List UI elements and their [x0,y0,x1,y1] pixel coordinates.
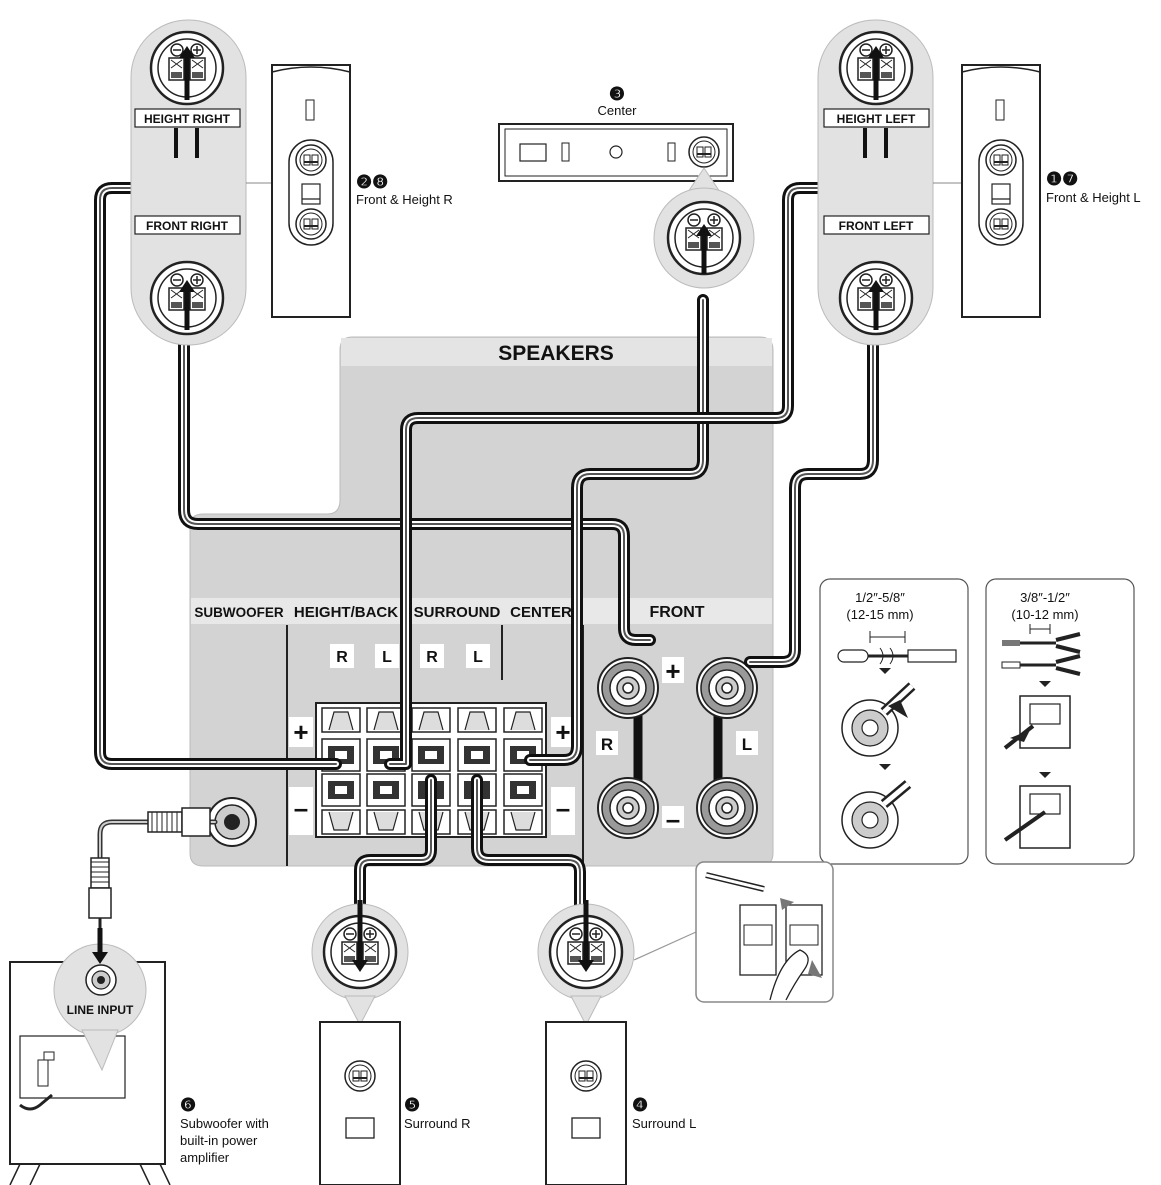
spring-insertion-inset [695,861,834,1003]
line-input-label: LINE INPUT [67,1003,134,1017]
surround-l-number: ❹ [632,1095,648,1115]
center-bubble [653,167,755,289]
center-number: ❸ [609,84,625,104]
front-binding-posts: + – R L [596,656,758,839]
banana-strip-length: 1/2″-5/8″ [855,590,905,605]
rca-plug-amp-end [147,807,211,837]
front-height-l-name: Front & Height L [1046,190,1141,205]
subwoofer-number: ❻ [180,1095,196,1115]
banana-strip-length-mm: (12-15 mm) [846,607,913,622]
panel-title: SPEAKERS [498,342,614,365]
front-height-r-bubble: HEIGHT RIGHT FRONT RIGHT [130,19,272,346]
banana-plug-strip-guide: 1/2″-5/8″ (12-15 mm) [819,578,969,865]
polarity-plus: + [293,717,308,747]
front-height-r-speaker [271,64,351,318]
front-minus: – [666,804,680,834]
front-left-label: FRONT LEFT [839,219,914,233]
height-left-label: HEIGHT LEFT [837,112,916,126]
surround-r-speaker [319,1021,401,1185]
channel-letter: R [336,649,348,666]
channel-letter: L [473,649,483,666]
subwoofer-name-line3: amplifier [180,1150,230,1165]
channel-letter: R [426,649,438,666]
section-label-front: FRONT [649,604,704,621]
surround-r-name: Surround R [404,1116,470,1131]
surround-l-speaker [545,1021,627,1185]
section-label-surround: SURROUND [414,604,501,621]
section-label-subwoofer: SUBWOOFER [194,605,283,620]
surround-l-name: Surround L [632,1116,696,1131]
height-right-label: HEIGHT RIGHT [144,112,231,126]
front-height-l-speaker [961,64,1041,318]
center-name: Center [597,103,637,118]
front-height-l-number: ❶❼ [1046,169,1078,189]
polarity-minus: – [556,793,570,823]
front-l-label: L [742,735,752,754]
spring-terminal-strip-guide: 3/8″-1/2″ (10-12 mm) [985,578,1135,865]
surround-r-bubble [311,900,409,1027]
center-speaker [498,123,734,182]
polarity-plus: + [555,717,570,747]
section-label-center: CENTER [510,604,572,621]
spring-strip-length-mm: (10-12 mm) [1011,607,1078,622]
front-plus: + [665,656,680,686]
subwoofer-name-line2: built-in power [180,1133,258,1148]
channel-letter: L [382,649,392,666]
subwoofer-bubble: LINE INPUT [53,928,147,1072]
section-label-height-back: HEIGHT/BACK [294,604,398,621]
subwoofer-name-line1: Subwoofer with [180,1116,269,1131]
front-r-label: R [601,735,613,754]
front-height-r-number: ❷❽ [356,172,388,192]
polarity-minus: – [294,793,308,823]
front-height-l-bubble: HEIGHT LEFT FRONT LEFT [817,19,962,346]
front-height-r-name: Front & Height R [356,192,453,207]
spring-strip-length: 3/8″-1/2″ [1020,590,1070,605]
rca-plug-sub-end [88,857,112,928]
surround-l-bubble [537,900,697,1027]
subwoofer-output-jack [207,797,257,847]
channel-letter-boxes: R L R L [330,644,490,668]
surround-r-number: ❺ [404,1095,420,1115]
front-right-label: FRONT RIGHT [146,219,229,233]
